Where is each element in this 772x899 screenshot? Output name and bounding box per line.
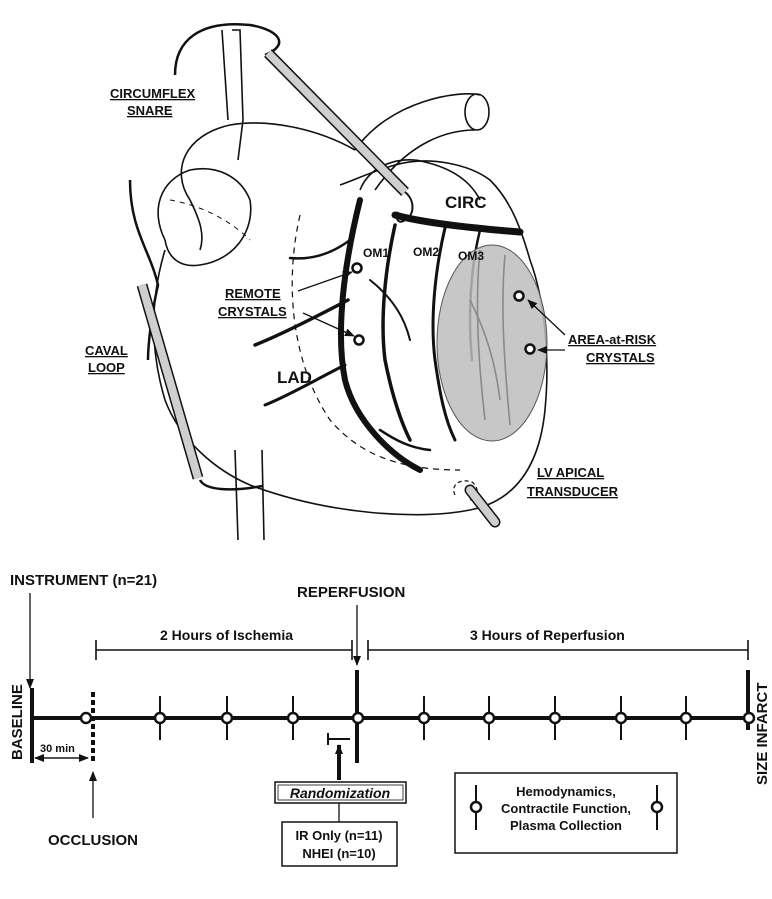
occlusion-label: OCCLUSION	[48, 832, 138, 849]
diag-branch	[370, 280, 410, 340]
timepoint-marker	[155, 713, 165, 723]
atrium-outline	[181, 123, 355, 200]
caval-loop-label-2: LOOP	[88, 360, 125, 375]
baseline-label: BASELINE	[9, 684, 26, 760]
timepoint-marker	[550, 713, 560, 723]
lad-branch-3	[290, 240, 350, 258]
remote-crystal-1	[353, 264, 362, 273]
circumflex-snare-label: CIRCUMFLEX	[110, 86, 196, 101]
lv-apical-label: LV APICAL	[537, 465, 604, 480]
timepoint-marker	[484, 713, 494, 723]
caval-wire	[130, 180, 262, 489]
inferior-vena-cava	[235, 450, 264, 540]
timeline: INSTRUMENT (n=21) REPERFUSION 2 Hours of…	[9, 572, 771, 866]
timepoint-marker	[744, 713, 754, 723]
apical-transducer	[470, 490, 495, 522]
aorta-opening	[465, 94, 489, 130]
reperfusion-span	[368, 640, 748, 660]
area-at-risk-label: AREA-at-RISK	[568, 332, 657, 347]
area-at-risk-region	[437, 245, 547, 441]
size-infarct-label: SIZE INFARCT	[754, 682, 771, 785]
legend: Hemodynamics, Contractile Function, Plas…	[455, 773, 677, 853]
circ-artery	[395, 215, 520, 232]
timepoint-marker	[222, 713, 232, 723]
interval-label: 30 min	[40, 743, 75, 755]
remote-crystals-label: REMOTE	[225, 286, 281, 301]
reperfusion-label: REPERFUSION	[297, 584, 405, 601]
atrial-dashed	[170, 200, 250, 240]
legend-line-3: Plasma Collection	[510, 818, 622, 833]
timepoint-marker	[681, 713, 691, 723]
legend-line-2: Contractile Function,	[501, 801, 631, 816]
om2-label: OM2	[413, 245, 439, 259]
om1-label: OM1	[363, 246, 389, 260]
timepoint-marker	[81, 713, 91, 723]
randomization-label: Randomization	[290, 785, 390, 801]
legend-line-1: Hemodynamics,	[516, 784, 616, 799]
area-at-risk-label-2: CRYSTALS	[586, 350, 655, 365]
group-ir-only: IR Only (n=11)	[295, 828, 382, 843]
timepoint-marker	[616, 713, 626, 723]
ischemia-span-label: 2 Hours of Ischemia	[160, 627, 293, 643]
timepoint-marker	[353, 713, 363, 723]
group-nhei: NHEI (n=10)	[302, 846, 375, 861]
vena-cava	[222, 30, 243, 160]
om3-label: OM3	[458, 249, 484, 263]
randomization-bracket	[328, 733, 350, 745]
ischemia-span	[96, 640, 352, 660]
aorta	[355, 94, 480, 190]
caval-loop	[130, 180, 262, 489]
atrium-crease	[190, 200, 202, 250]
remote-crystal-2	[355, 336, 364, 345]
legend-marker-right	[652, 802, 662, 812]
remote-crystals-label-2: CRYSTALS	[218, 304, 287, 319]
snare-wire	[175, 24, 279, 75]
legend-marker-left	[471, 802, 481, 812]
heart-labels: CIRCUMFLEX SNARE CAVAL LOOP REMOTE CRYST…	[85, 86, 657, 499]
lad-label: LAD	[277, 368, 312, 387]
reperfusion-span-label: 3 Hours of Reperfusion	[470, 627, 625, 643]
caval-loop-label: CAVAL	[85, 343, 128, 358]
circ-label: CIRC	[445, 193, 487, 212]
timepoint-marker	[288, 713, 298, 723]
timepoint-marker	[419, 713, 429, 723]
risk-crystal-2	[526, 345, 535, 354]
instrument-label: INSTRUMENT (n=21)	[10, 572, 157, 589]
right-atrium	[158, 169, 251, 266]
circumflex-snare	[175, 24, 413, 221]
lv-apical-label-2: TRANSDUCER	[527, 484, 619, 499]
risk-crystal-1	[515, 292, 524, 301]
circumflex-snare-label-2: SNARE	[127, 103, 173, 118]
